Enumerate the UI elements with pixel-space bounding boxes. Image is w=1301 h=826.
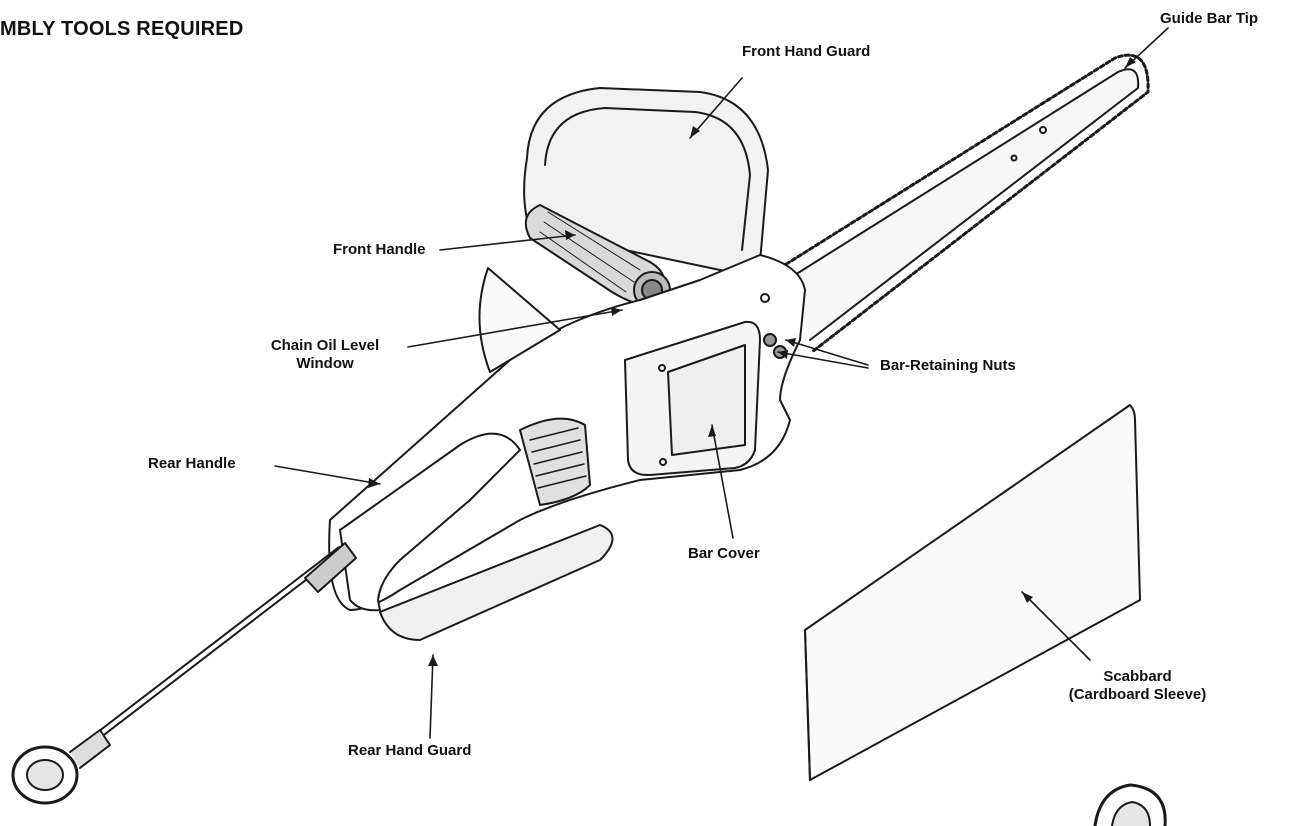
label-bar-cover: Bar Cover (688, 545, 760, 562)
front-hand-guard (523, 87, 769, 273)
leader-front-hand-guard (689, 77, 743, 139)
leader-bar-cover (711, 424, 734, 539)
leader-lines (274, 27, 1169, 739)
label-scabbard-line1: Scabbard (1103, 668, 1172, 685)
leader-rear-hand-guard (429, 654, 434, 739)
second-plug (1093, 783, 1167, 826)
section-heading: MBLY TOOLS REQUIRED (0, 18, 244, 40)
label-rear-handle: Rear Handle (148, 455, 236, 472)
label-chain-oil-level-window: Chain Oil Level Window (245, 337, 405, 373)
front-handle (524, 204, 671, 309)
leader-bar-nuts-1 (785, 339, 869, 366)
label-scabbard-line2: (Cardboard Sleeve) (1068, 686, 1207, 703)
guide-bar (778, 53, 1150, 354)
label-scabbard: Scabbard (Cardboard Sleeve) (1050, 668, 1225, 704)
label-rear-hand-guard: Rear Hand Guard (348, 742, 472, 759)
leader-front-handle (439, 234, 576, 251)
power-cord (11, 542, 357, 805)
label-bar-retaining-nuts: Bar-Retaining Nuts (880, 357, 1016, 374)
arrowheads (368, 57, 1136, 666)
label-front-handle: Front Handle (333, 241, 426, 258)
bar-cover-plate (624, 293, 787, 477)
leader-scabbard (1021, 591, 1091, 661)
label-chain-oil-line1: Chain Oil Level (270, 337, 380, 354)
scabbard (804, 404, 1141, 781)
label-guide-bar-tip: Guide Bar Tip (1160, 10, 1259, 27)
label-front-hand-guard: Front Hand Guard (742, 43, 871, 60)
label-chain-oil-line2: Window (296, 355, 354, 372)
rear-handle-assembly (339, 417, 614, 641)
leader-bar-nuts-2 (777, 351, 869, 369)
leader-rear-handle (274, 465, 381, 485)
leader-chain-oil (407, 309, 623, 348)
